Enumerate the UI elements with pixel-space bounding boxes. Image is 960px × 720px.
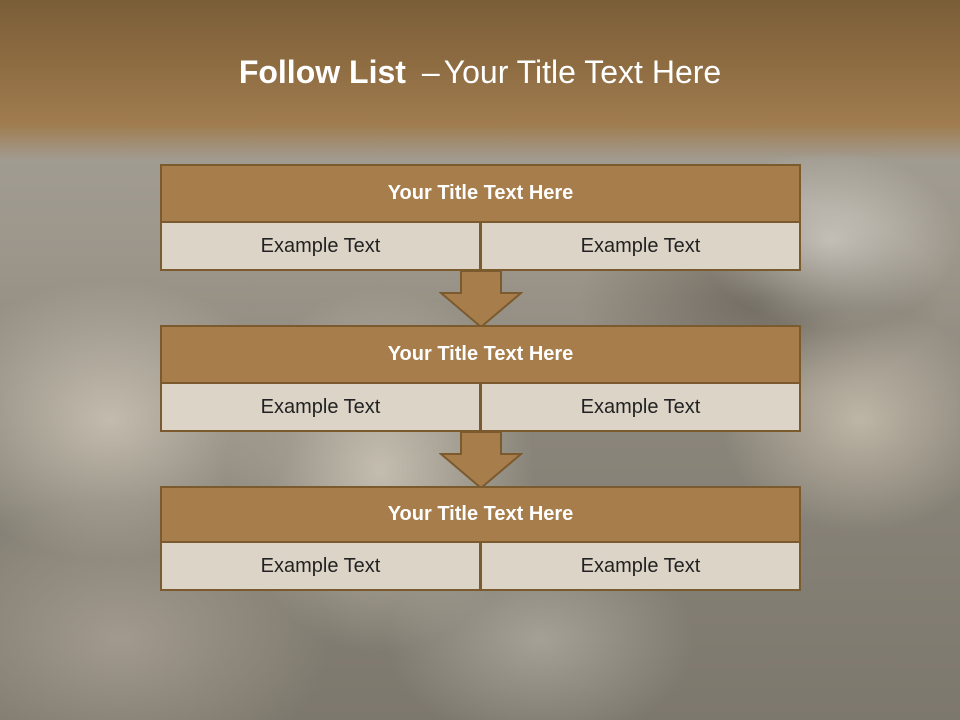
slide-title-separator: – (421, 54, 440, 90)
down-arrow-icon (439, 271, 523, 329)
down-arrow-icon (439, 432, 523, 490)
list-block-1: Your Title Text Here Example Text Exampl… (160, 164, 801, 272)
block-cell-left: Example Text (160, 541, 481, 591)
block-cell-right: Example Text (480, 382, 801, 432)
block-cell-right: Example Text (480, 221, 801, 271)
slide-title-rest: Your Title Text Here (443, 54, 722, 90)
block-cell-right: Example Text (480, 541, 801, 591)
block-cell-left: Example Text (160, 221, 481, 271)
block-cell-left: Example Text (160, 382, 481, 432)
list-block-2: Your Title Text Here Example Text Exampl… (160, 325, 801, 433)
block-title: Your Title Text Here (160, 325, 801, 384)
slide-title-bold: Follow List (238, 54, 406, 90)
list-block-3: Your Title Text Here Example Text Exampl… (160, 486, 801, 592)
slide-title: Follow List–Your Title Text Here (0, 54, 960, 91)
header-band (0, 0, 960, 160)
block-title: Your Title Text Here (160, 164, 801, 223)
block-title: Your Title Text Here (160, 486, 801, 543)
